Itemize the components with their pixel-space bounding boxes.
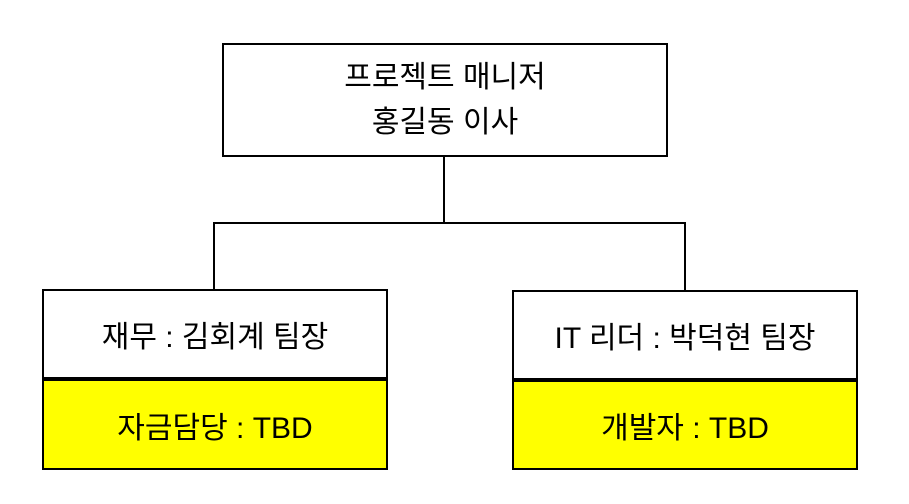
connector-right-drop	[684, 222, 686, 290]
project-manager-name: 홍길동 이사	[371, 106, 519, 139]
connector-stem	[443, 157, 445, 223]
node-project-manager: 프로젝트 매니저 홍길동 이사	[222, 43, 668, 157]
connector-left-drop	[213, 222, 215, 289]
connector-crossbar	[213, 222, 686, 224]
it-leader-role-label: IT 리더 : 박덕현 팀장	[514, 292, 856, 380]
finance-role-label: 재무 : 김회계 팀장	[44, 291, 386, 379]
finance-assignment-cell: 자금담당 : TBD	[44, 379, 386, 468]
project-manager-title: 프로젝트 매니저	[344, 61, 546, 94]
node-finance: 재무 : 김회계 팀장 자금담당 : TBD	[42, 289, 388, 470]
node-it-leader: IT 리더 : 박덕현 팀장 개발자 : TBD	[512, 290, 858, 470]
it-leader-assignment-cell: 개발자 : TBD	[514, 380, 856, 468]
